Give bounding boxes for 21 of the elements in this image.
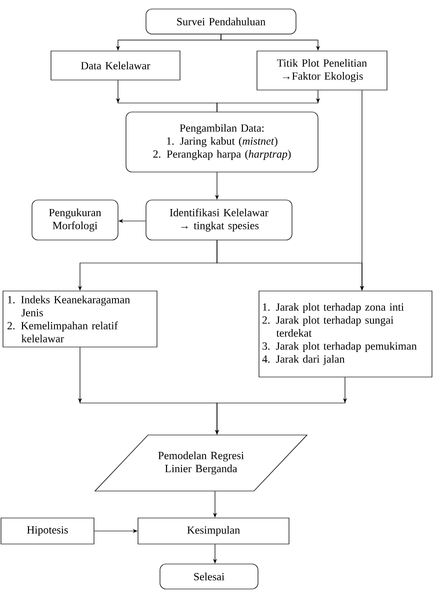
process-box — [2, 290, 158, 348]
rounded-box — [126, 112, 318, 172]
list-item: 3. Jarak plot terhadap pemukiman — [262, 342, 417, 352]
terminal-box: Survei Pendahuluan — [146, 8, 296, 34]
list-item: 2. Jarak plot terhadap sungai terdekat — [262, 316, 394, 337]
process-box: Kesimpulan — [138, 518, 290, 544]
process-box: Hipotesis — [0, 518, 94, 544]
list-item: 2. Kemelimpahan relatif kelelawar — [7, 322, 118, 342]
terminal-box: Selesai — [160, 564, 258, 590]
arrow — [216, 90, 320, 112]
list-item: 4. Jarak dari jalan — [262, 355, 345, 365]
list-item: 1. Jarak plot terhadap zona inti — [262, 303, 404, 313]
process-box: Titik Plot Penelitian →Faktor Ekologis — [256, 50, 388, 90]
list-item: 1. Indeks Keanekaragaman Jenis — [8, 296, 130, 316]
process-box: Data Kelelawar — [50, 50, 180, 80]
rounded-box: Pengukuran Morfologi — [32, 200, 118, 240]
list-item: 2. Perangkap harpa (harptrap) — [153, 150, 291, 160]
process-box — [258, 290, 432, 378]
box-heading: Pengambilan Data: — [180, 124, 264, 134]
rounded-box: Identifikasi Kelelawar → tingkat spesies — [146, 200, 292, 240]
list-item: 1. Jaring kabut (mistnet) — [167, 137, 278, 147]
